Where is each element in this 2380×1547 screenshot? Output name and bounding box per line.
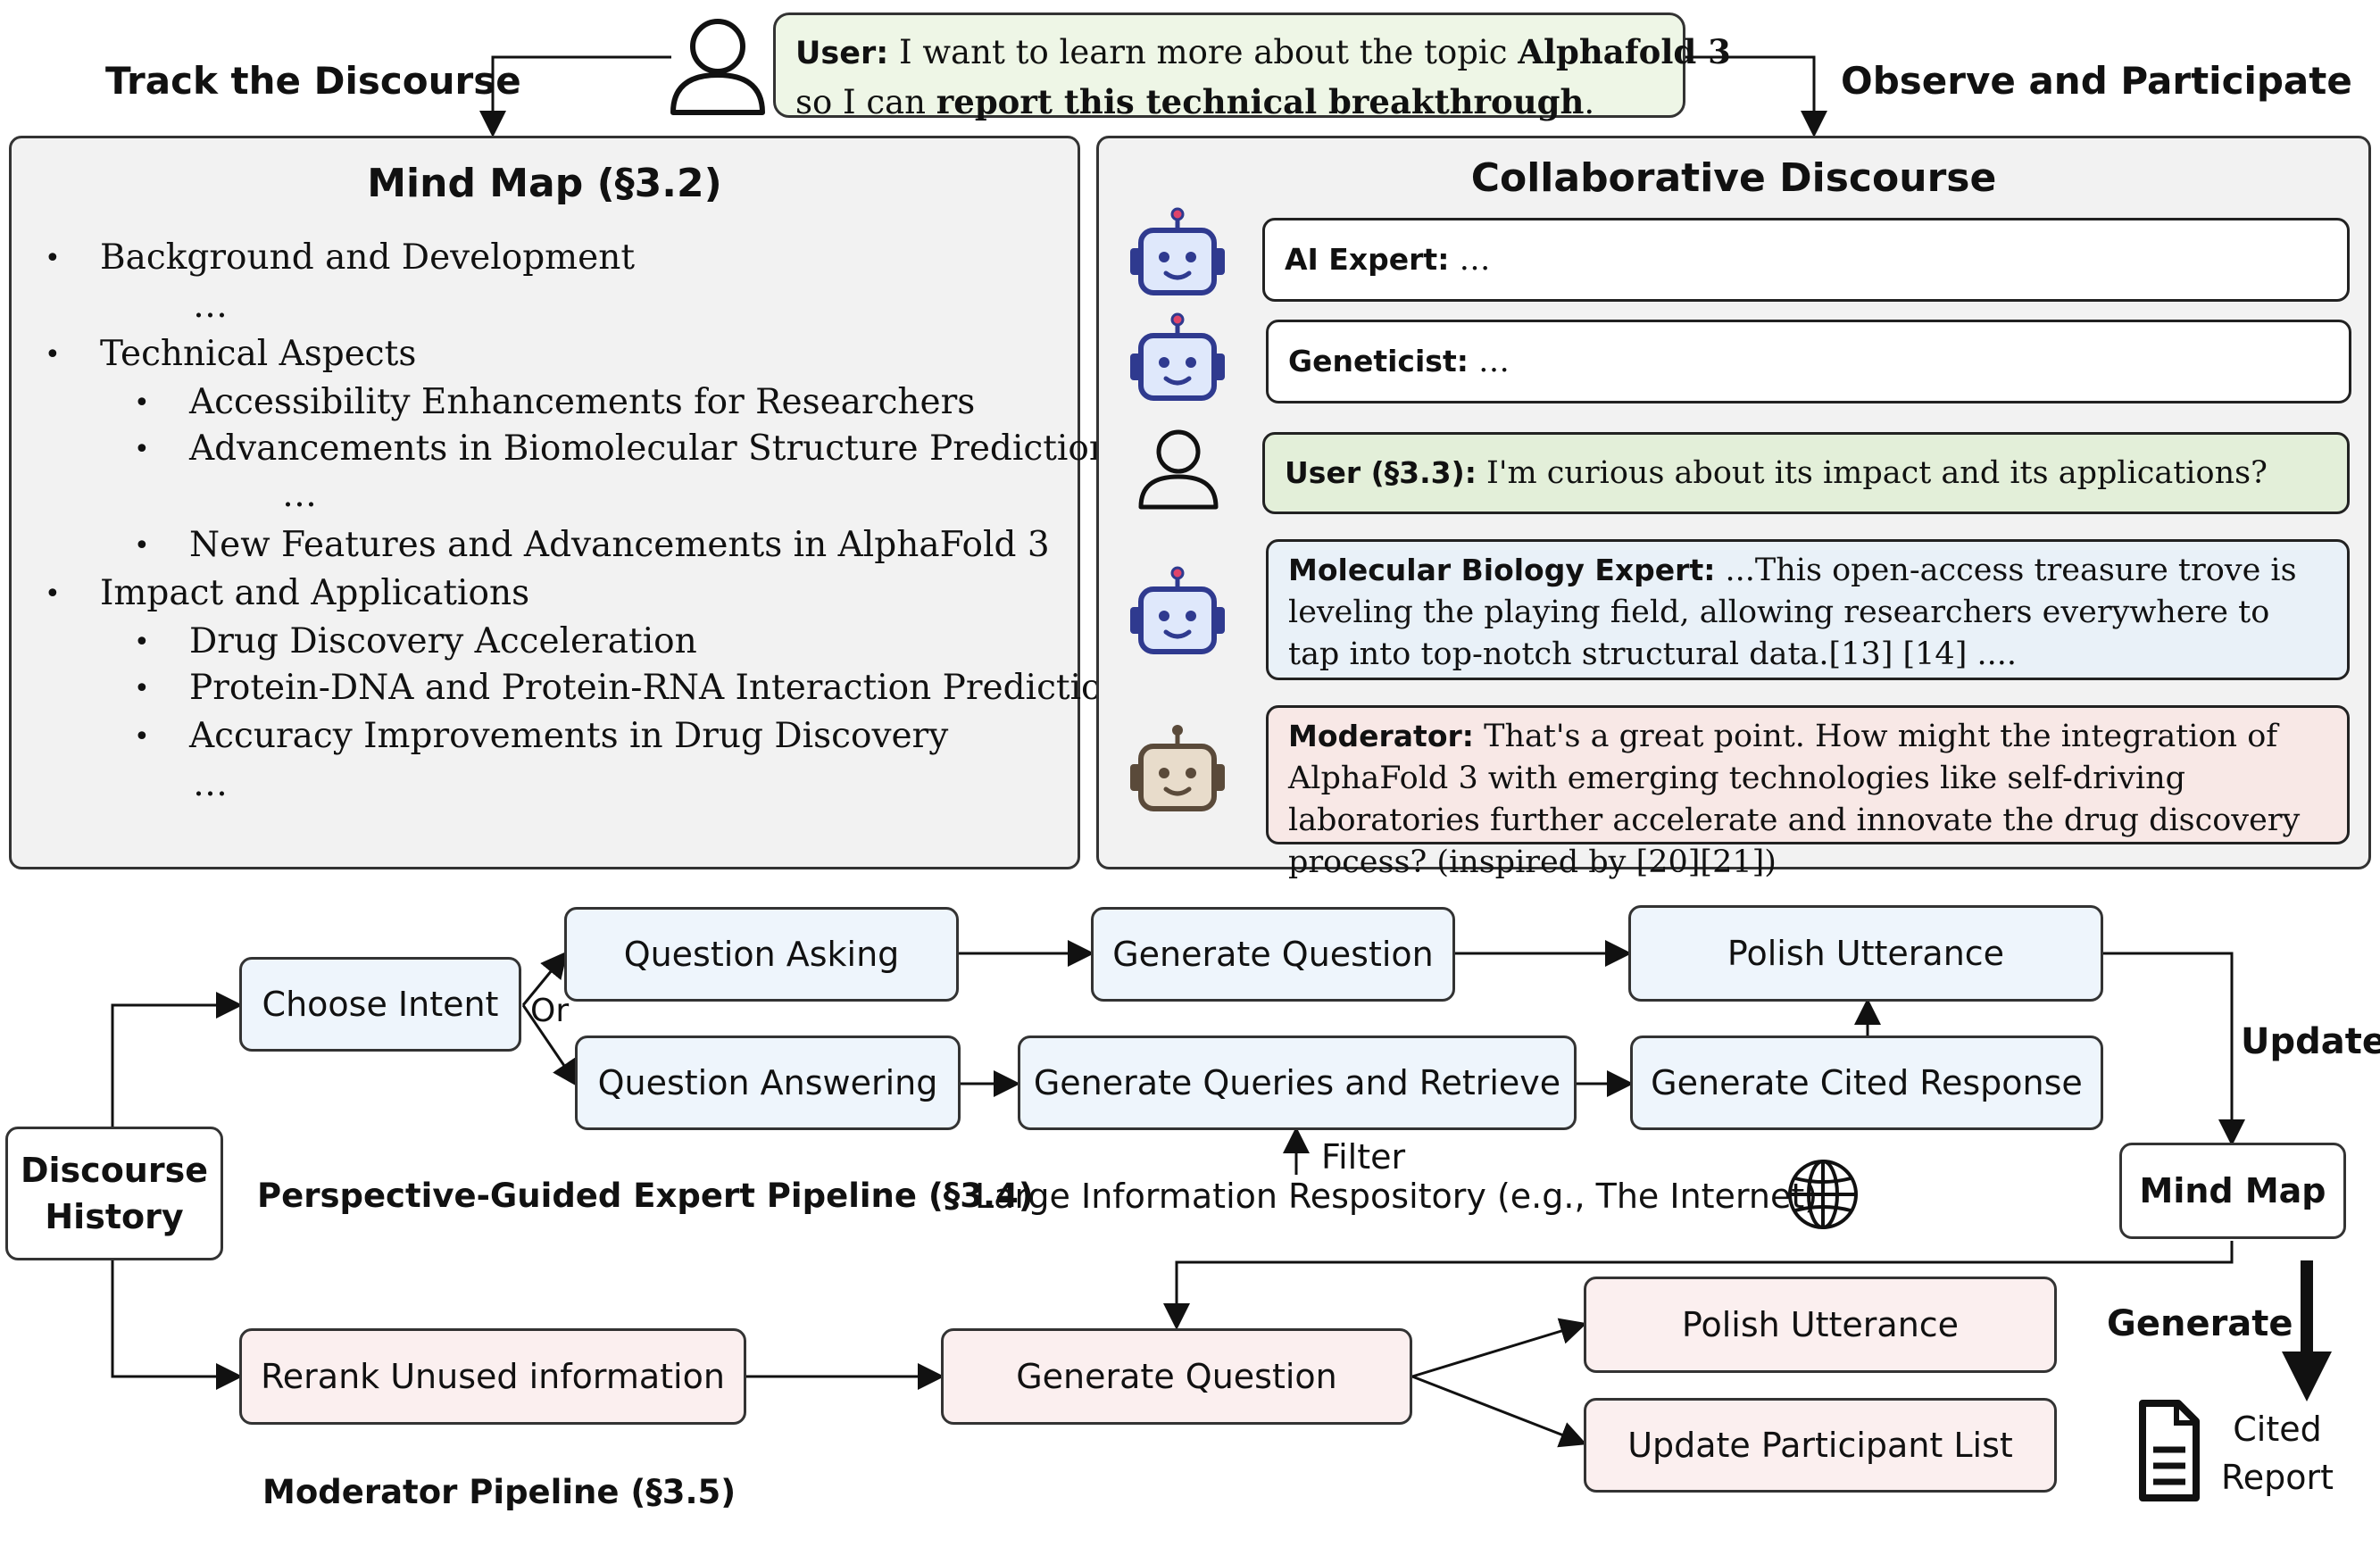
- filter-label: Filter: [1321, 1137, 1406, 1177]
- arrow-intent-to-asking: [521, 951, 568, 1006]
- arrow-user-to-mindmap: [479, 55, 671, 137]
- mind-map-item: Accuracy Improvements in Drug Discovery: [189, 716, 949, 756]
- generate-label: Generate: [2107, 1303, 2293, 1344]
- discourse-history-line-2: History: [45, 1197, 184, 1236]
- message-moderator: Moderator: That's a great point. How mig…: [1266, 705, 2350, 880]
- or-label: Or: [530, 993, 570, 1029]
- bullet-icon: •: [134, 434, 150, 465]
- question-asking-node: Question Asking: [564, 907, 959, 1002]
- rerank-node: Rerank Unused information: [239, 1328, 746, 1425]
- question-answering-node: Question Answering: [575, 1035, 961, 1130]
- message-text: …: [1449, 242, 1491, 278]
- speaker-name: Molecular Biology Expert:: [1288, 553, 1716, 587]
- message-user: User (§3.3): I'm curious about its impac…: [1262, 432, 2350, 514]
- bullet-icon: •: [45, 339, 61, 370]
- update-participant-list-node: Update Participant List: [1584, 1398, 2057, 1493]
- mind-map-ellipsis: …: [282, 475, 317, 515]
- arrow-modq-to-update: [1411, 1375, 1587, 1448]
- mind-map-panel: [9, 136, 1080, 869]
- bullet-icon: •: [134, 673, 150, 704]
- moderator-pipeline-label: Moderator Pipeline (§3.5): [262, 1473, 736, 1511]
- generate-queries-node: Generate Queries and Retrieve: [1018, 1035, 1577, 1130]
- track-discourse-label: Track the Discourse: [105, 59, 521, 103]
- user-prompt-text-1: I want to learn more about the topic: [888, 33, 1519, 71]
- discourse-title: Collaborative Discourse: [1470, 155, 1997, 201]
- mind-map-ellipsis: …: [193, 286, 228, 326]
- mind-map-node: Mind Map: [2119, 1143, 2346, 1239]
- arrow-intent-to-answering: [521, 1004, 579, 1087]
- arrow-user-to-discourse: [1685, 55, 1827, 137]
- robot-icon: [1127, 566, 1228, 657]
- message-geneticist: Geneticist: …: [1266, 320, 2351, 403]
- user-prompt-box: User: I want to learn more about the top…: [773, 12, 1731, 121]
- mind-map-item: Accessibility Enhancements for Researche…: [189, 382, 976, 422]
- discourse-history-node: Discourse History: [5, 1127, 223, 1260]
- speaker-name: AI Expert:: [1285, 242, 1450, 277]
- bullet-icon: •: [45, 243, 61, 274]
- bullet-icon: •: [45, 578, 61, 610]
- observe-participate-label: Observe and Participate: [1841, 59, 2352, 103]
- generate-question-node: Generate Question: [1091, 907, 1455, 1002]
- choose-intent-node: Choose Intent: [239, 957, 521, 1052]
- moderator-robot-icon: [1127, 723, 1228, 814]
- user-icon: [666, 14, 770, 120]
- user-prompt-topic: Alphafold 3: [1518, 32, 1731, 71]
- user-prompt-line-2: so I can report this technical breakthro…: [795, 78, 1663, 127]
- cited-report-line-2: Report: [2221, 1458, 2334, 1497]
- robot-icon: [1127, 312, 1228, 403]
- expert-pipeline-label: Perspective-Guided Expert Pipeline (§3.4…: [257, 1177, 1034, 1215]
- mind-map-item: Background and Development: [100, 237, 636, 278]
- user-icon: [1136, 427, 1221, 512]
- repository-label: Large Information Respository (e.g., The…: [975, 1177, 1818, 1216]
- bullet-icon: •: [134, 387, 150, 419]
- globe-icon: [1785, 1157, 1860, 1232]
- arrow-mindmap-to-modq: [1163, 1241, 2234, 1330]
- arrow-modq-to-polish: [1411, 1318, 1587, 1378]
- message-text: …: [1468, 344, 1510, 379]
- arrow-history-to-rerank: [111, 1260, 243, 1390]
- message-text: ...This open-access treasure trove is le…: [1288, 553, 2297, 672]
- arrow-polish-to-mindmap: [2103, 952, 2245, 1146]
- mind-map-item: Drug Discovery Acceleration: [189, 621, 697, 661]
- user-prompt-end: .: [1584, 83, 1595, 121]
- mind-map-item: Technical Aspects: [100, 334, 417, 374]
- moderator-polish-utterance-node: Polish Utterance: [1584, 1277, 2057, 1373]
- generate-cited-response-node: Generate Cited Response: [1630, 1035, 2103, 1130]
- mind-map-item: Protein-DNA and Protein-RNA Interaction …: [189, 668, 1143, 708]
- user-prompt-speaker: User:: [795, 36, 889, 71]
- mind-map-ellipsis: …: [193, 764, 228, 804]
- user-prompt-text-2: so I can: [795, 83, 936, 121]
- speaker-name: User (§3.3):: [1285, 455, 1477, 490]
- cited-report-line-1: Cited: [2233, 1410, 2322, 1449]
- message-ai-expert: AI Expert: …: [1262, 218, 2350, 302]
- bullet-icon: •: [134, 530, 150, 561]
- moderator-generate-question-node: Generate Question: [941, 1328, 1412, 1425]
- user-prompt-goal: report this technical breakthrough: [936, 82, 1585, 121]
- document-icon: [2137, 1398, 2201, 1503]
- arrow-history-to-intent: [111, 992, 243, 1127]
- discourse-history-line-1: Discourse: [20, 1151, 208, 1190]
- bullet-icon: •: [134, 721, 150, 753]
- message-molecular-biology-expert: Molecular Biology Expert: ...This open-a…: [1266, 539, 2350, 680]
- update-label: Update: [2241, 1021, 2380, 1062]
- bullet-icon: •: [134, 627, 150, 658]
- speaker-name: Moderator:: [1288, 719, 1474, 753]
- mind-map-title: Mind Map (§3.2): [367, 161, 722, 206]
- cited-report-label: Cited Report: [2221, 1405, 2334, 1501]
- speaker-name: Geneticist:: [1288, 344, 1469, 378]
- mind-map-item: Advancements in Biomolecular Structure P…: [189, 428, 1111, 469]
- message-text: I'm curious about its impact and its app…: [1476, 455, 2268, 491]
- message-text: That's a great point. How might the inte…: [1288, 719, 2301, 880]
- polish-utterance-node: Polish Utterance: [1628, 905, 2103, 1002]
- mind-map-item: Impact and Applications: [100, 573, 530, 613]
- user-prompt-line-1: User: I want to learn more about the top…: [795, 28, 1731, 78]
- mind-map-item: New Features and Advancements in AlphaFo…: [189, 525, 1050, 565]
- robot-icon: [1127, 207, 1228, 298]
